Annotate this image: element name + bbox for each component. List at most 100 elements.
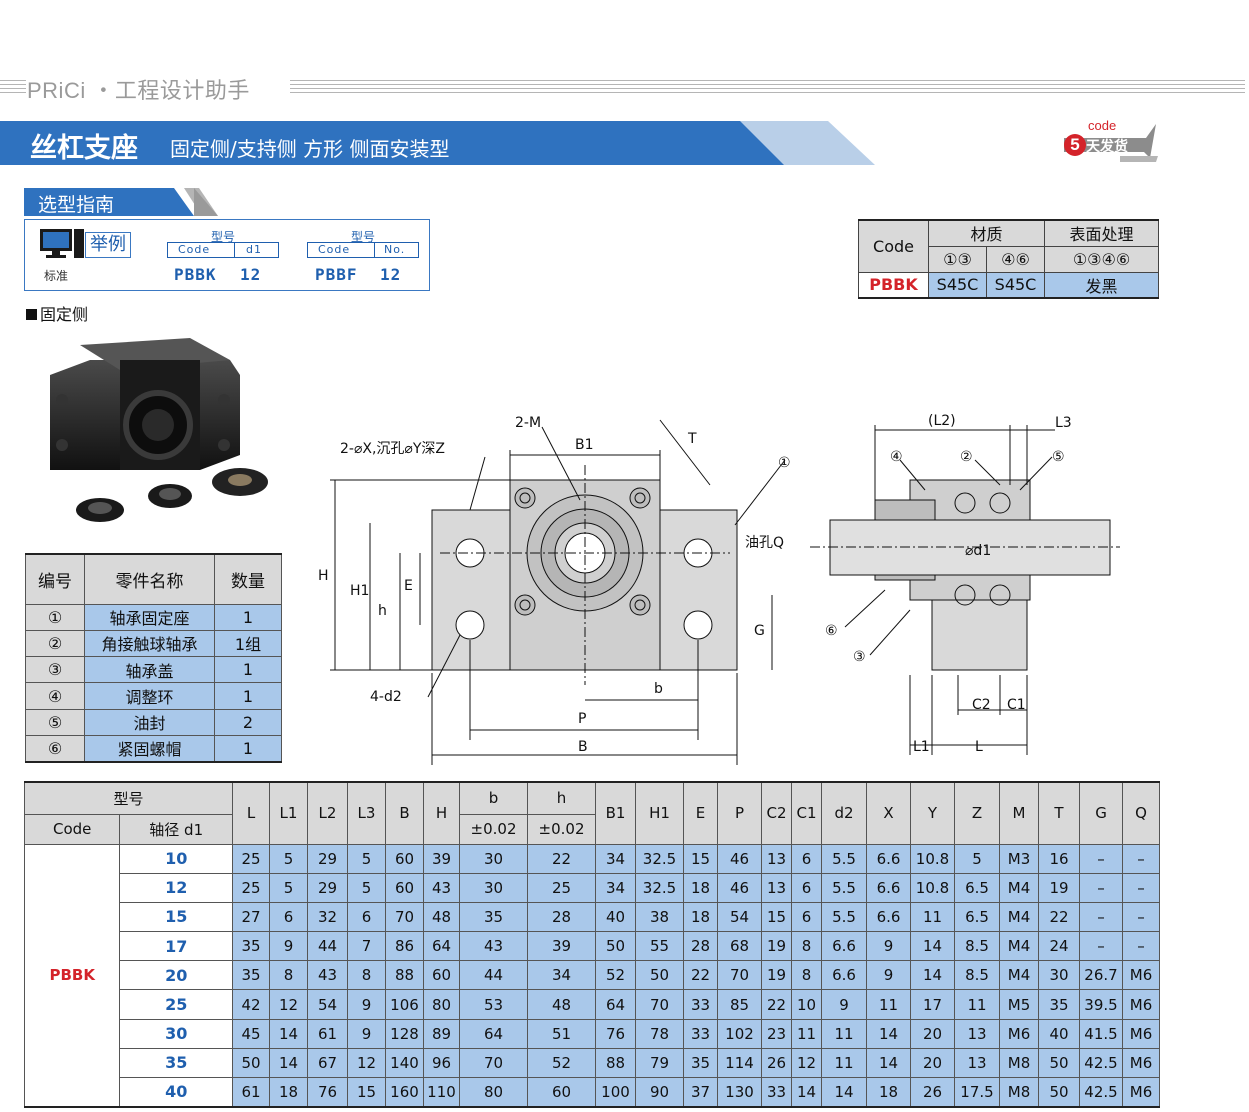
spec-d1-cell: 20	[119, 960, 233, 991]
spec-value-cell: 5	[269, 843, 308, 874]
spec-value-cell: 60	[385, 872, 424, 903]
part-qty: 1	[214, 682, 282, 710]
spec-value-cell: 15	[347, 1076, 386, 1108]
spec-value-cell: 64	[595, 989, 636, 1020]
spec-value-cell: 68	[717, 931, 762, 962]
spec-value-cell: 22	[683, 960, 718, 991]
spec-value-cell: 128	[385, 1018, 424, 1049]
label-b1: B1	[575, 437, 594, 453]
spec-value-cell: M8	[999, 1047, 1039, 1079]
spec-h-tolerance: ±0.02	[527, 813, 596, 845]
spec-value-cell: 61	[232, 1076, 270, 1108]
spec-value-cell: 64	[459, 1018, 528, 1049]
spec-value-cell: 13	[954, 1018, 1000, 1049]
label-C2: C2	[972, 697, 991, 713]
model-example-frame: Code d1	[167, 242, 279, 258]
spec-value-cell: 43	[423, 872, 460, 903]
spec-value-cell: 22	[1038, 901, 1080, 933]
label-m: 2-M	[515, 415, 541, 431]
spec-value-cell: –	[1122, 901, 1160, 933]
label-H1: H1	[350, 583, 369, 599]
spec-value-cell: 6	[347, 901, 386, 933]
parts-row: ③ 轴承盖 1	[25, 656, 282, 684]
label-callout-1: ①	[778, 455, 791, 471]
model-example-2-code: PBBF	[315, 265, 358, 284]
spec-value-cell: 53	[459, 989, 528, 1020]
spec-value-cell: 12	[347, 1047, 386, 1079]
model-example-1-d1: 12	[240, 265, 262, 284]
spec-d1-cell: 15	[119, 901, 233, 933]
spec-value-cell: 39	[423, 843, 460, 874]
part-qty: 1组	[214, 629, 282, 658]
spec-col-header: d2	[821, 781, 867, 845]
part-qty: 1	[214, 734, 282, 763]
model-example-divider	[234, 243, 235, 257]
spec-value-cell: 50	[232, 1047, 270, 1079]
material-sub-1: ①③	[928, 245, 987, 273]
spec-col-header: G	[1079, 781, 1123, 845]
spec-col-header: E	[683, 781, 718, 845]
shipping-badge-text: 天发货	[1086, 139, 1128, 155]
brand-strip: PRiCi ・工程设计助手	[0, 70, 1249, 104]
spec-value-cell: 28	[683, 931, 718, 962]
spec-value-cell: 5	[347, 843, 386, 874]
spec-col-header: B1	[595, 781, 636, 845]
spec-value-cell: 11	[910, 901, 955, 933]
spec-value-cell: 60	[385, 843, 424, 874]
spec-value-cell: M8	[999, 1076, 1039, 1108]
spec-value-cell: 110	[423, 1076, 460, 1108]
spec-value-cell: 70	[635, 989, 684, 1020]
spec-d1-cell: 25	[119, 989, 233, 1020]
spec-value-cell: 52	[595, 960, 636, 991]
spec-value-cell: M6	[1122, 960, 1160, 991]
spec-value-cell: 29	[307, 843, 348, 874]
spec-col-header: X	[866, 781, 911, 845]
spec-value-cell: 20	[910, 1047, 955, 1079]
spec-value-cell: 33	[761, 1076, 792, 1108]
page-title: 丝杠支座	[30, 133, 138, 164]
fixed-side-label: 固定侧	[26, 301, 88, 325]
material-code-header: Code	[858, 219, 929, 273]
spec-value-cell: 96	[423, 1047, 460, 1079]
spec-value-cell: 15	[683, 843, 718, 874]
spec-value-cell: 14	[910, 931, 955, 962]
spec-value-cell: 12	[269, 989, 308, 1020]
monitor-icon	[40, 229, 84, 258]
parts-row: ① 轴承固定座 1	[25, 603, 282, 631]
spec-value-cell: 17.5	[954, 1076, 1000, 1108]
spec-value-cell: 50	[1038, 1076, 1080, 1108]
spec-value-cell: 5	[347, 872, 386, 903]
spec-value-cell: 37	[683, 1076, 718, 1108]
spec-value-cell: 70	[717, 960, 762, 991]
spec-col-header: T	[1038, 781, 1080, 845]
parts-row: ⑥ 紧固螺帽 1	[25, 734, 282, 763]
spec-col-header: C1	[791, 781, 822, 845]
spec-value-cell: 19	[761, 960, 792, 991]
spec-value-cell: 54	[307, 989, 348, 1020]
spec-value-cell: 48	[423, 901, 460, 933]
label-d2: 4-d2	[370, 689, 402, 705]
spec-value-cell: 140	[385, 1047, 424, 1079]
parts-row: ④ 调整环 1	[25, 682, 282, 710]
spec-value-cell: 34	[527, 960, 596, 991]
spec-value-cell: M6	[999, 1018, 1039, 1049]
spec-value-cell: M4	[999, 931, 1039, 962]
spec-value-cell: 26	[910, 1076, 955, 1108]
surface-sub: ①③④⑥	[1044, 245, 1159, 273]
spec-value-cell: 46	[717, 872, 762, 903]
spec-value-cell: 8	[347, 960, 386, 991]
spec-value-cell: 79	[635, 1047, 684, 1079]
material-2: S45C	[986, 271, 1045, 299]
spec-value-cell: 32	[307, 901, 348, 933]
shipping-badge-icon	[1064, 124, 1158, 162]
spec-value-cell: 44	[459, 960, 528, 991]
spec-value-cell: 9	[347, 989, 386, 1020]
spec-value-cell: 85	[717, 989, 762, 1020]
spec-value-cell: –	[1079, 843, 1123, 874]
spec-col-header: L2	[307, 781, 348, 845]
label-C1: C1	[1007, 697, 1026, 713]
